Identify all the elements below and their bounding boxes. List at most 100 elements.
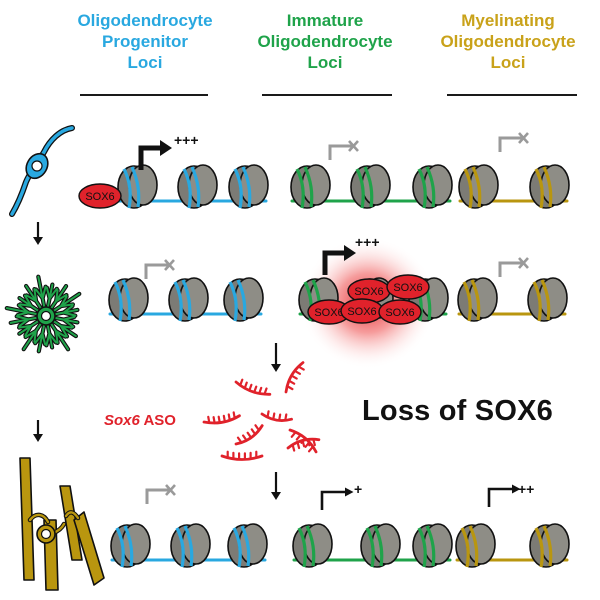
nucleosome [412, 523, 453, 568]
aso-backbone [260, 412, 293, 422]
opc-cell-icon [9, 125, 75, 217]
aso-arrow-down [271, 343, 281, 372]
row2-immature-expression-level: +++ [355, 234, 380, 250]
dna-wrap [542, 166, 553, 208]
row3-myelinating-expression-level: ++ [518, 481, 535, 497]
row3-immature-expression-level: + [354, 481, 363, 497]
aso-bases [236, 424, 261, 444]
transcription-arrow-icon [138, 140, 172, 170]
arrow-stem [498, 136, 522, 152]
header-myelinating-line-2: Oligodendrocyte [440, 32, 576, 51]
header-immature-line-3: Loci [307, 53, 343, 72]
dna-wrap [173, 281, 183, 322]
header-myelinating-line-3: Loci [490, 53, 526, 72]
dna-wrap [460, 527, 470, 568]
cross-mark [165, 484, 176, 496]
arrow-stem [138, 145, 161, 170]
dna-wrap [355, 168, 365, 209]
down-arrow-head [33, 237, 43, 245]
dna-wrap [115, 527, 125, 568]
dna-wrap [373, 525, 384, 567]
cross-mark [348, 140, 359, 152]
result-arrow-down [271, 472, 281, 500]
repressed-arrow-icon [328, 140, 359, 160]
sox6-protein: SOX6 [386, 274, 430, 300]
arrow-stem [498, 261, 522, 277]
dna-wrap [175, 527, 185, 568]
dna-wrap [542, 525, 553, 567]
sox6-protein: SOX6 [340, 298, 384, 324]
aso-bases [207, 411, 236, 425]
dna-wrap [240, 525, 251, 567]
dna-wrap [462, 281, 472, 322]
aso-bases [226, 450, 258, 461]
down-arrow-head [33, 434, 43, 442]
sox6-label: SOX6 [393, 282, 422, 294]
sox6-body [78, 183, 122, 209]
down-arrow-head [271, 492, 281, 500]
repressed-arrow-icon [498, 132, 529, 152]
nucleosome [228, 164, 269, 209]
dna-wrap [130, 166, 141, 208]
dna-wrap [297, 527, 307, 568]
dna-wrap [540, 279, 551, 321]
header-myelinating-loci: Myelinating Oligodendrocyte Loci [418, 10, 598, 73]
cross-mark [518, 257, 529, 269]
sox6-aso-label: Sox6 ASO [104, 412, 176, 429]
header-immature-line-1: Immature [286, 11, 364, 30]
arrow-head [512, 484, 521, 494]
dna-wrap [534, 527, 544, 568]
nucleosome [168, 277, 209, 322]
sox6-label: SOX6 [347, 306, 376, 318]
nucleosome [117, 164, 158, 209]
nucleosome [350, 164, 391, 209]
sox6-label: SOX6 [385, 307, 414, 319]
sox6-protein: SOX6 [347, 278, 391, 304]
header-rule-opc [80, 94, 208, 96]
nucleosome [527, 277, 568, 322]
row1-opc-expression-level: +++ [174, 132, 199, 148]
aso-bases [266, 410, 288, 422]
transcription-arrow-icon [487, 484, 521, 507]
arrow-stem [487, 487, 513, 507]
sox6-protein: SOX6 [307, 299, 351, 325]
aso-strand-icon [284, 361, 305, 394]
sox6-protein: SOX6 [378, 299, 422, 325]
nucleosome [360, 523, 401, 568]
dna-wrap [241, 166, 252, 208]
opc-nucleus [31, 160, 43, 172]
aso-bases [286, 365, 305, 391]
aso-bases [291, 438, 316, 452]
nucleosome [108, 277, 149, 322]
nucleosome [457, 277, 498, 322]
cross-mark [518, 132, 529, 144]
progression-arrow-1 [33, 222, 43, 245]
sox6-label: SOX6 [85, 191, 114, 203]
dna-wrap [181, 279, 192, 321]
dna-wrap [236, 279, 247, 321]
dna-wrap [121, 279, 132, 321]
dna-wrap [534, 168, 544, 209]
nucleosome [529, 523, 570, 568]
header-rule-myelinating [447, 94, 577, 96]
dna-wrap [295, 168, 305, 209]
repressed-arrow-icon [145, 484, 176, 504]
dna-wrap [232, 527, 242, 568]
progression-arrow-2 [33, 420, 43, 442]
aso-strand-icon [220, 450, 264, 461]
aso-backbone [202, 414, 241, 425]
repressed-arrow-icon [144, 259, 175, 279]
arrow-head [160, 140, 172, 156]
arrow-stem [144, 263, 168, 279]
cross-mark [164, 259, 175, 271]
nucleosome [227, 523, 268, 568]
header-opc-loci: Oligodendrocyte Progenitor Loci [55, 10, 235, 73]
branches [5, 275, 81, 353]
header-opc-line-2: Progenitor [102, 32, 188, 51]
nucleosome [455, 523, 496, 568]
dna-wrap [425, 525, 436, 567]
aso-bases [239, 378, 268, 396]
myelinating-nucleus [40, 528, 52, 540]
dna-wrap [463, 168, 473, 209]
